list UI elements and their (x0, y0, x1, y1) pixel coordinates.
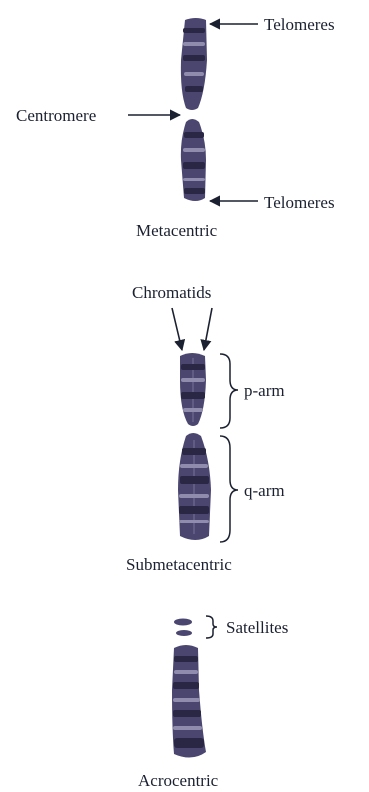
chromatid-left-arrow (172, 308, 182, 350)
metacentric-label: Metacentric (136, 221, 218, 240)
q-arm-label: q-arm (244, 481, 285, 500)
telomeres-top-label: Telomeres (264, 15, 335, 34)
p-arm-brace (220, 354, 238, 428)
chromatid-right-arrow (204, 308, 212, 350)
metacentric-chromosome (181, 18, 207, 201)
centromere-label: Centromere (16, 106, 96, 125)
submetacentric-label: Submetacentric (126, 555, 232, 574)
chromatids-label: Chromatids (132, 283, 211, 302)
submetacentric-chromosome (178, 353, 211, 540)
q-arm-brace (220, 436, 238, 542)
telomeres-bottom-label: Telomeres (264, 193, 335, 212)
satellites-label: Satellites (226, 618, 288, 637)
p-arm-label: p-arm (244, 381, 285, 400)
satellites-brace (206, 616, 217, 638)
acrocentric-chromosome (172, 619, 206, 758)
acrocentric-label: Acrocentric (138, 771, 219, 790)
